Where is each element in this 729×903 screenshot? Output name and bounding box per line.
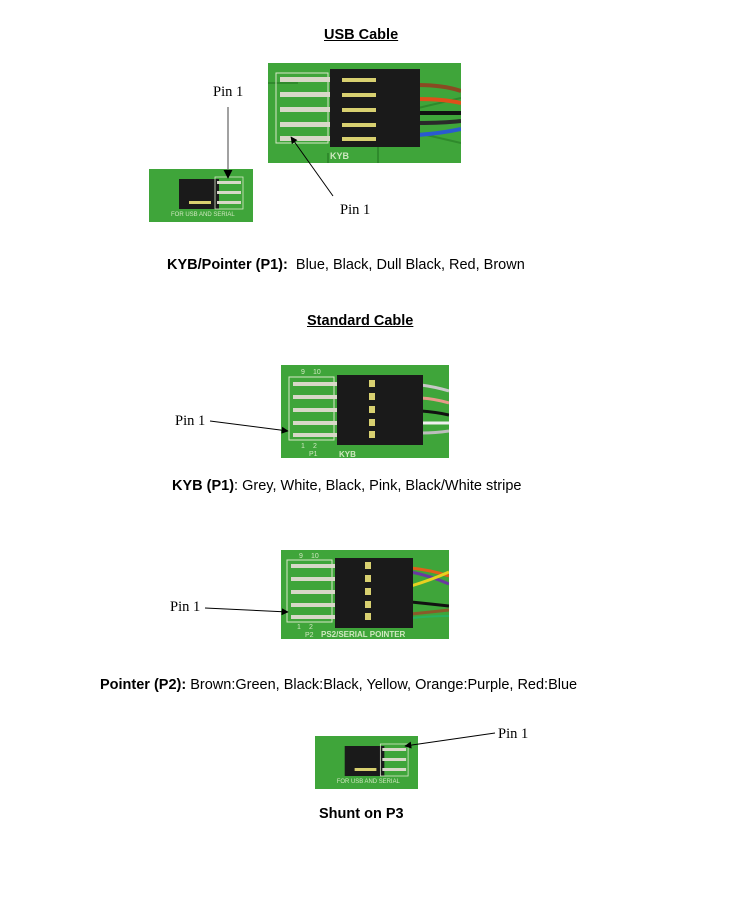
usb-cable-heading: USB Cable (324, 27, 399, 43)
usb-kyb-header-photo: KYB (268, 63, 461, 163)
caption-wire-colors: Blue, Black, Dull Black, Red, Brown (287, 257, 525, 273)
standard-cable-heading: Standard Cable (307, 313, 414, 329)
standard-kyb-caption: KYB (P1): Grey, White, Black, Pink, Blac… (172, 478, 521, 494)
standard-pointer-caption: Pointer (P2): Brown:Green, Black:Black, … (100, 677, 577, 693)
svg-text:9: 9 (299, 553, 303, 560)
standard-kyb-header-photo: 9 10 1 2 P1 KYB (281, 365, 449, 458)
p3-header-photo-top: FOR USB AND SERIAL (149, 169, 253, 222)
svg-text:2: 2 (309, 624, 313, 631)
svg-text:2: 2 (313, 443, 317, 450)
arrow-pointer-p2-pin1-icon (204, 607, 289, 616)
shunt-caption: Shunt on P3 (319, 806, 404, 822)
svg-text:FOR USB AND SERIAL: FOR USB AND SERIAL (171, 212, 235, 218)
caption-wire-colors: : Grey, White, Black, Pink, Black/White … (234, 478, 522, 494)
arrow-shunt-pin1-icon (404, 732, 496, 749)
svg-text:PS2/SERIAL POINTER: PS2/SERIAL POINTER (321, 630, 406, 639)
svg-text:P1: P1 (309, 451, 318, 458)
pin1-label-p3: Pin 1 (213, 84, 244, 100)
svg-text:1: 1 (301, 443, 305, 450)
svg-text:1: 1 (297, 624, 301, 631)
arrow-kyb-p1-pin1-icon (209, 420, 289, 434)
svg-text:KYB: KYB (339, 450, 356, 458)
shunt-p3-photo: FOR USB AND SERIAL (315, 736, 418, 789)
svg-text:FOR USB AND SERIAL: FOR USB AND SERIAL (337, 779, 401, 785)
caption-label: KYB (P1) (172, 478, 235, 494)
caption-label: KYB/Pointer (P1): (167, 257, 288, 273)
pin1-label-kyb-p1: Pin 1 (175, 413, 206, 429)
standard-pointer-header-photo: 9 10 1 2 P2 PS2/SERIAL POINTER (281, 550, 449, 639)
svg-text:9: 9 (301, 369, 305, 376)
caption-label: Pointer (P2): (100, 677, 187, 693)
pin1-label-usb-kyb: Pin 1 (340, 202, 371, 218)
pin1-label-pointer-p2: Pin 1 (170, 599, 201, 615)
usb-kyb-pointer-caption: KYB/Pointer (P1): Blue, Black, Dull Blac… (167, 257, 525, 273)
svg-text:P2: P2 (305, 632, 314, 639)
svg-text:10: 10 (311, 553, 319, 560)
pin1-label-shunt: Pin 1 (498, 726, 529, 742)
svg-text:10: 10 (313, 369, 321, 376)
caption-wire-colors: Brown:Green, Black:Black, Yellow, Orange… (186, 677, 578, 693)
photo-kyb-text: KYB (330, 151, 350, 161)
